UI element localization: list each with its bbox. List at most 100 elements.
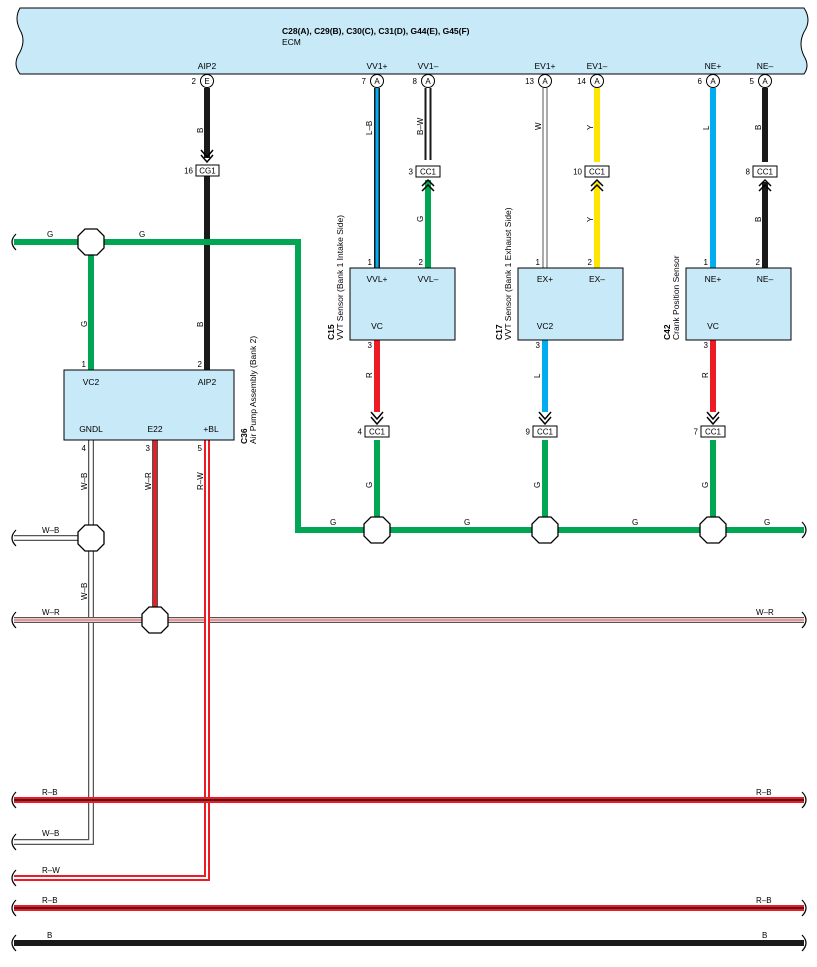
aip2-pin: 2 <box>192 77 197 86</box>
svg-text:W–R: W–R <box>144 472 153 490</box>
ecm-block: C28(A), C29(B), C30(C), C31(D), G44(E), … <box>15 7 809 75</box>
ecm-terminal-ev1m: EV1– <box>587 61 608 71</box>
ecm-terminal-nep: NE+ <box>705 61 722 71</box>
svg-text:L: L <box>702 125 711 130</box>
connector-cc1-c42: CC1 7 <box>694 411 726 438</box>
ev1p-conn-letter: A <box>542 77 548 86</box>
svg-text:B: B <box>47 931 52 940</box>
svg-text:G: G <box>632 518 638 527</box>
junction-points <box>77 228 727 634</box>
svg-text:W–R: W–R <box>756 608 774 617</box>
svg-text:NE–: NE– <box>757 274 774 284</box>
svg-text:2: 2 <box>756 258 761 267</box>
cg1-name: CG1 <box>199 167 216 176</box>
svg-text:B: B <box>754 125 763 130</box>
svg-text:L: L <box>533 373 542 378</box>
svg-text:CC1: CC1 <box>705 428 722 437</box>
svg-text:G: G <box>139 230 145 239</box>
connector-cc1-nem: CC1 8 <box>746 165 778 192</box>
svg-text:2: 2 <box>198 360 203 369</box>
connector-cg1: CG1 16 <box>184 149 220 177</box>
cg1-pin: 16 <box>184 167 193 176</box>
svg-text:Y: Y <box>586 124 595 130</box>
svg-text:CC1: CC1 <box>420 168 437 177</box>
svg-text:3: 3 <box>146 444 151 453</box>
vv1m-conn-letter: A <box>425 77 431 86</box>
component-c36: VC2 AIP2 GNDL E22 +BL 1 2 4 3 5 C36 Air … <box>63 336 258 453</box>
svg-text:CC1: CC1 <box>537 428 554 437</box>
svg-text:R–B: R–B <box>42 896 58 905</box>
svg-text:R: R <box>365 372 374 378</box>
ecm-terminal-vv1m: VV1– <box>418 61 439 71</box>
svg-text:NE+: NE+ <box>705 274 722 284</box>
svg-text:L–B: L–B <box>365 121 374 135</box>
svg-text:3: 3 <box>368 341 373 350</box>
ecm-title: C28(A), C29(B), C30(C), C31(D), G44(E), … <box>282 26 470 36</box>
svg-text:5: 5 <box>198 444 203 453</box>
ev1m-pin: 14 <box>577 77 586 86</box>
svg-text:R–W: R–W <box>42 866 60 875</box>
connector-cc1-vvm: CC1 3 <box>409 165 441 192</box>
svg-text:Crank Position Sensor: Crank Position Sensor <box>671 255 681 340</box>
svg-text:4: 4 <box>358 428 363 437</box>
svg-text:EX+: EX+ <box>537 274 553 284</box>
svg-text:C17: C17 <box>494 324 504 340</box>
svg-text:VC: VC <box>371 321 383 331</box>
nep-pin: 6 <box>698 77 703 86</box>
svg-text:W–B: W–B <box>42 829 59 838</box>
svg-text:3: 3 <box>536 341 541 350</box>
nem-pin: 5 <box>750 77 755 86</box>
svg-text:B: B <box>754 217 763 222</box>
svg-text:3: 3 <box>409 168 414 177</box>
svg-text:G: G <box>764 518 770 527</box>
wire-break-marks <box>11 233 807 952</box>
svg-text:G: G <box>330 518 336 527</box>
junction-g-c42 <box>699 516 727 544</box>
ecm-terminal-ev1p: EV1+ <box>534 61 555 71</box>
svg-text:G: G <box>701 482 710 488</box>
svg-text:W–B: W–B <box>80 583 89 600</box>
svg-text:8: 8 <box>746 168 751 177</box>
svg-text:10: 10 <box>573 168 582 177</box>
ev1m-conn-letter: A <box>594 77 600 86</box>
ecm-name: ECM <box>282 37 301 47</box>
svg-text:G: G <box>365 482 374 488</box>
svg-text:G: G <box>533 482 542 488</box>
junction-g-c15 <box>363 516 391 544</box>
junction-wb <box>77 524 105 552</box>
connector-cc1-c15: CC1 4 <box>358 411 390 438</box>
svg-text:C15: C15 <box>326 324 336 340</box>
ecm-terminal-aip2: AIP2 <box>198 61 217 71</box>
svg-text:2: 2 <box>588 258 593 267</box>
wire-wb-gndl <box>14 440 94 845</box>
ev1p-pin: 13 <box>525 77 534 86</box>
ecm-terminal-nem: NE– <box>757 61 774 71</box>
svg-text:B: B <box>196 322 205 327</box>
svg-text:2: 2 <box>419 258 424 267</box>
svg-text:R–W: R–W <box>196 472 205 490</box>
vv1m-pin: 8 <box>413 77 418 86</box>
svg-text:VC2: VC2 <box>537 321 554 331</box>
svg-text:Air Pump Assembly (Bank 2): Air Pump Assembly (Bank 2) <box>248 336 258 444</box>
svg-text:GNDL: GNDL <box>79 424 103 434</box>
nem-conn-letter: A <box>762 77 768 86</box>
nep-conn-letter: A <box>710 77 716 86</box>
svg-text:W–B: W–B <box>42 526 59 535</box>
wire-rw-bl <box>14 440 210 881</box>
svg-text:+BL: +BL <box>203 424 219 434</box>
svg-text:VVT Sensor (Bank 1 Intake Side: VVT Sensor (Bank 1 Intake Side) <box>335 215 345 340</box>
svg-text:1: 1 <box>704 258 709 267</box>
svg-text:G: G <box>47 230 53 239</box>
svg-text:EX–: EX– <box>589 274 605 284</box>
svg-text:B: B <box>762 931 767 940</box>
svg-text:R–B: R–B <box>756 896 772 905</box>
junction-g-c17 <box>531 516 559 544</box>
svg-text:B: B <box>196 128 205 133</box>
svg-text:7: 7 <box>694 428 699 437</box>
svg-text:CC1: CC1 <box>757 168 774 177</box>
aip2-conn-letter: E <box>204 77 209 86</box>
svg-text:CC1: CC1 <box>589 168 606 177</box>
svg-text:CC1: CC1 <box>369 428 386 437</box>
svg-text:C36: C36 <box>239 428 249 444</box>
svg-text:R–B: R–B <box>42 788 58 797</box>
